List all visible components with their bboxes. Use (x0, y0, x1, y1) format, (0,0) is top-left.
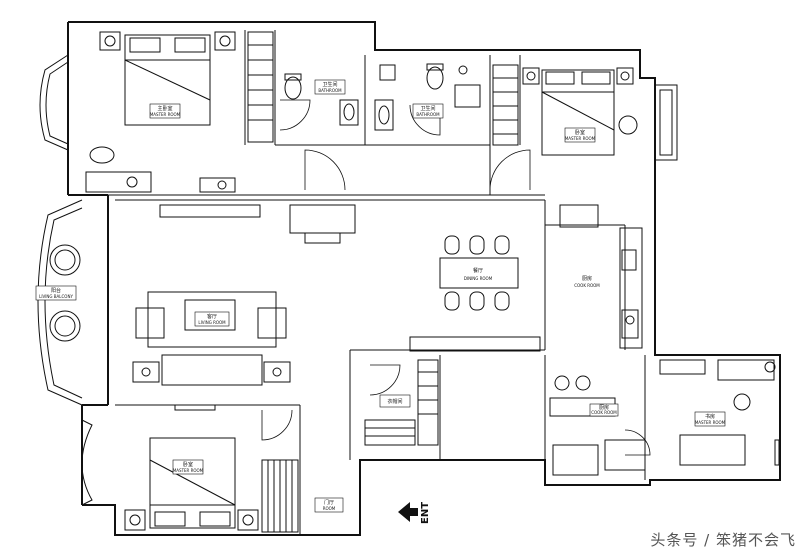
kitchen-counter (559, 204, 643, 349)
svg-text:DINING ROOM: DINING ROOM (464, 276, 493, 281)
bay-window-balcony (37, 199, 83, 406)
nightstand-icon (99, 31, 236, 51)
bed-sw (124, 404, 259, 531)
planter-icon (49, 244, 81, 342)
closet-nw (247, 31, 274, 143)
svg-text:客厅: 客厅 (207, 313, 217, 320)
svg-text:阳台: 阳台 (51, 287, 61, 294)
room-label-bedroom-ne: 卧室 MASTER ROOM (564, 127, 596, 143)
svg-text:餐厅: 餐厅 (473, 267, 483, 274)
tv-console (159, 204, 356, 244)
room-label-balcony: 阳台 LIVING BALCONY (35, 285, 77, 301)
svg-text:COOK ROOM: COOK ROOM (591, 410, 617, 415)
svg-text:LIVING ROOM: LIVING ROOM (198, 320, 226, 325)
room-label-kitchen: 厨房 COOK ROOM (574, 275, 600, 288)
svg-text:卧室: 卧室 (575, 129, 585, 136)
room-label-bathroom-1: 卫生间 BATHROOM (314, 79, 346, 95)
entrance-arrow-icon (398, 502, 418, 522)
svg-text:MASTER ROOM: MASTER ROOM (173, 468, 204, 473)
room-label-storage: 衣帽间 (379, 394, 411, 408)
desk-nw (85, 146, 236, 193)
bed-master-nw (124, 34, 211, 126)
svg-text:门厅: 门厅 (324, 499, 334, 506)
toilet-icon (284, 63, 444, 100)
svg-text:衣帽间: 衣帽间 (387, 398, 402, 405)
study-furniture (659, 359, 780, 466)
svg-text:BATHROOM: BATHROOM (416, 112, 440, 117)
room-label-bedroom-sw: 卧室 MASTER ROOM (172, 459, 204, 475)
room-label-dining: 餐厅 DINING ROOM (464, 267, 493, 281)
washbasin-icon (339, 64, 481, 131)
breakfast-bar (549, 375, 646, 476)
svg-text:卧室: 卧室 (183, 461, 193, 468)
room-label-bathroom-2: 卫生间 BATHROOM (412, 103, 444, 119)
svg-text:MASTER ROOM: MASTER ROOM (565, 136, 596, 141)
sofa-set (132, 291, 291, 386)
svg-text:卫生间: 卫生间 (420, 105, 435, 112)
storage-shelves (364, 359, 439, 446)
dining-table (409, 235, 541, 352)
room-label-foyer: 门厅 ROOM (314, 497, 344, 513)
bay-window-ne (654, 84, 678, 161)
doors (261, 99, 651, 456)
svg-text:主卧室: 主卧室 (157, 105, 172, 112)
room-label-study: 书房 MASTER ROOM (694, 411, 726, 427)
room-label-living: 客厅 LIVING ROOM (194, 311, 230, 327)
bed-ne (522, 67, 638, 156)
svg-text:卫生间: 卫生间 (322, 81, 337, 88)
svg-text:厨房: 厨房 (599, 404, 609, 411)
svg-text:LIVING BALCONY: LIVING BALCONY (39, 294, 73, 299)
watermark: 头条号 / 笨猪不会飞 (650, 531, 796, 549)
svg-text:MASTER ROOM: MASTER ROOM (150, 112, 181, 117)
closet-ne (492, 64, 519, 146)
svg-text:ROOM: ROOM (323, 506, 336, 511)
svg-text:厨房: 厨房 (582, 275, 592, 282)
svg-text:MASTER ROOM: MASTER ROOM (695, 420, 726, 425)
room-label-master-nw: 主卧室 MASTER ROOM (149, 103, 181, 119)
entrance-label: ENT (420, 502, 431, 524)
closet-sw (261, 459, 299, 533)
svg-text:BATHROOM: BATHROOM (318, 88, 342, 93)
outer-walls (67, 21, 781, 536)
svg-text:COOK ROOM: COOK ROOM (574, 283, 600, 288)
room-label-cook-small: 厨房 COOK ROOM (589, 403, 619, 417)
svg-text:书房: 书房 (705, 413, 715, 420)
bay-window-sw (81, 419, 93, 506)
bay-window-nw (39, 54, 69, 151)
